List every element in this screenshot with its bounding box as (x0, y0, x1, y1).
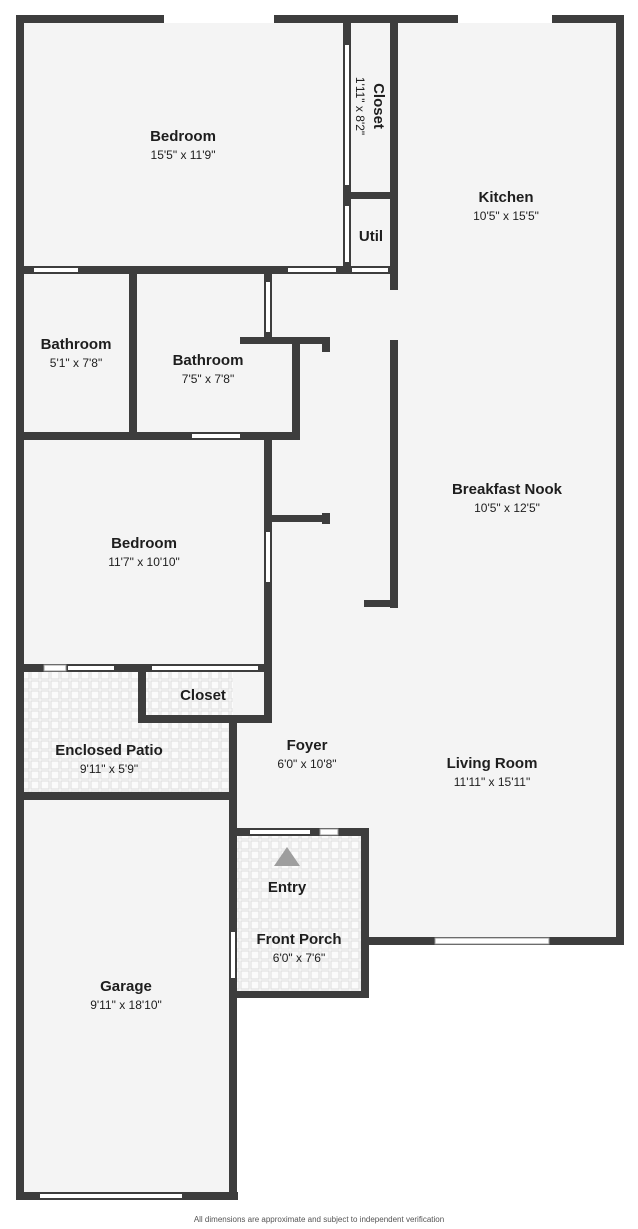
bedroom1-dim: 15'5" x 11'9" (151, 148, 216, 162)
bathroom1-dim: 5'1" x 7'8" (50, 356, 102, 370)
patio-dim: 9'11" x 5'9" (80, 762, 138, 776)
closet1-dim: 1'11" x 8'2" (353, 77, 367, 135)
entry-name: Entry (268, 879, 307, 896)
closet2-name: Closet (180, 687, 226, 704)
door-openings (34, 15, 552, 1198)
windows (43, 664, 550, 945)
foyer-name: Foyer (287, 737, 328, 754)
disclaimer-text: All dimensions are approximate and subje… (193, 1215, 445, 1224)
foyer-dim: 6'0" x 10'8" (277, 757, 336, 771)
bedroom2-dim: 11'7" x 10'10" (108, 555, 180, 569)
bathroom2-name: Bathroom (173, 352, 244, 369)
breakfast-dim: 10'5" x 12'5" (474, 501, 540, 515)
garage-name: Garage (100, 978, 152, 995)
patio-name: Enclosed Patio (55, 742, 163, 759)
main-floor (20, 18, 620, 1197)
porch-dim: 6'0" x 7'6" (273, 951, 325, 965)
floor-areas (20, 18, 620, 1197)
bathroom1-name: Bathroom (41, 336, 112, 353)
patio-tile-floor (22, 670, 233, 794)
breakfast-name: Breakfast Nook (452, 481, 563, 498)
bedroom1-name: Bedroom (150, 128, 216, 145)
garage-dim: 9'11" x 18'10" (90, 998, 162, 1012)
kitchen-dim: 10'5" x 15'5" (473, 209, 539, 223)
room-labels: Bedroom 15'5" x 11'9" Closet 1'11" x 8'2… (41, 77, 563, 1012)
living-dim: 11'11" x 15'11" (454, 775, 531, 789)
bathroom2-dim: 7'5" x 7'8" (182, 372, 234, 386)
util-name: Util (359, 228, 383, 245)
living-name: Living Room (447, 755, 538, 772)
entry-arrow-icon (274, 847, 300, 866)
porch-name: Front Porch (257, 931, 342, 948)
bedroom2-name: Bedroom (111, 535, 177, 552)
closet1-name: Closet (370, 83, 387, 129)
closet1-label: Closet 1'11" x 8'2" (353, 77, 387, 135)
kitchen-name: Kitchen (478, 189, 533, 206)
porch-tile-floor (237, 834, 363, 994)
